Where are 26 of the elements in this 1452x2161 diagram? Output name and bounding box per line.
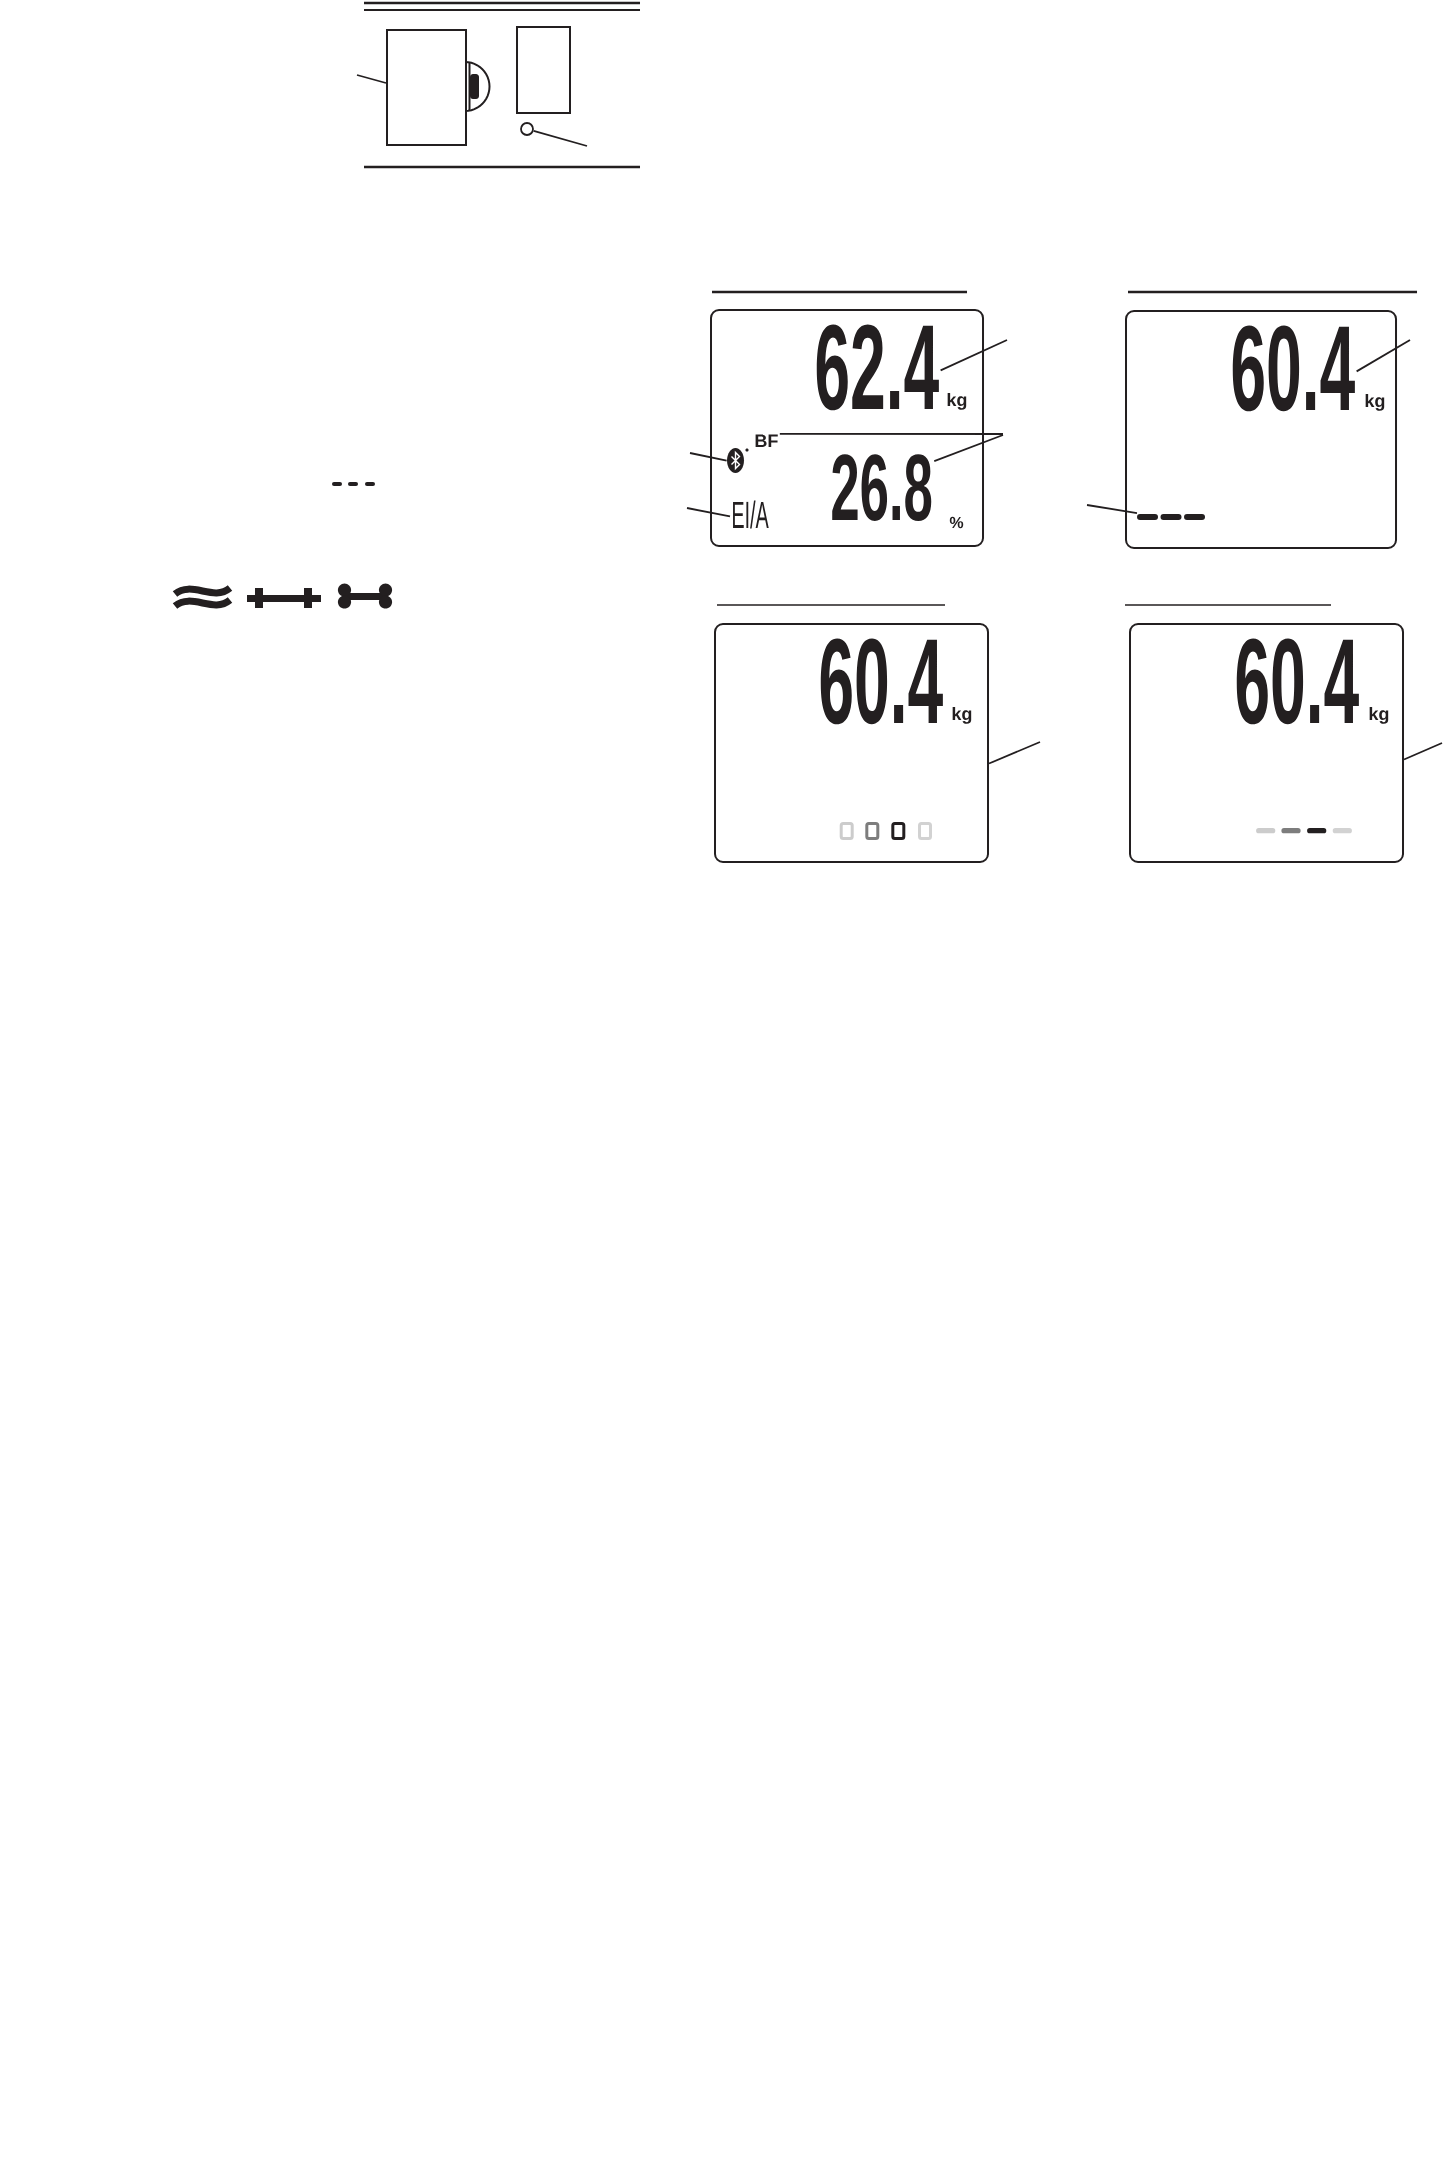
bluetooth-icon	[727, 448, 749, 473]
leader-line	[686, 507, 731, 518]
unit-label: kg	[952, 706, 972, 724]
leader-line	[933, 434, 1004, 463]
weight-reading: 60.4	[1236, 638, 1359, 725]
unit-label: %	[949, 516, 964, 529]
dash-indicator	[1137, 514, 1205, 520]
weight-reading: 62.4	[816, 324, 939, 411]
leader-line	[1355, 339, 1411, 373]
weight-reading: 60.4	[1232, 325, 1355, 412]
unit-label: kg	[947, 392, 967, 410]
weight-reading: 60.4	[820, 638, 943, 725]
leader-line	[689, 452, 728, 462]
leader-line	[532, 130, 588, 147]
leader-line	[988, 741, 1041, 765]
leader-line	[778, 432, 1004, 435]
indicator-label: BF	[755, 434, 778, 447]
unit-label: kg	[1369, 706, 1389, 724]
unit-label: kg	[1365, 393, 1385, 411]
segment-readout: EI/A	[733, 500, 769, 529]
leader-line	[356, 74, 387, 84]
leader-line	[939, 339, 1008, 372]
compartment-box	[386, 29, 467, 146]
percentage-reading: 26.8	[832, 454, 932, 521]
leader-line	[1403, 742, 1443, 761]
leader-line	[1086, 504, 1138, 514]
